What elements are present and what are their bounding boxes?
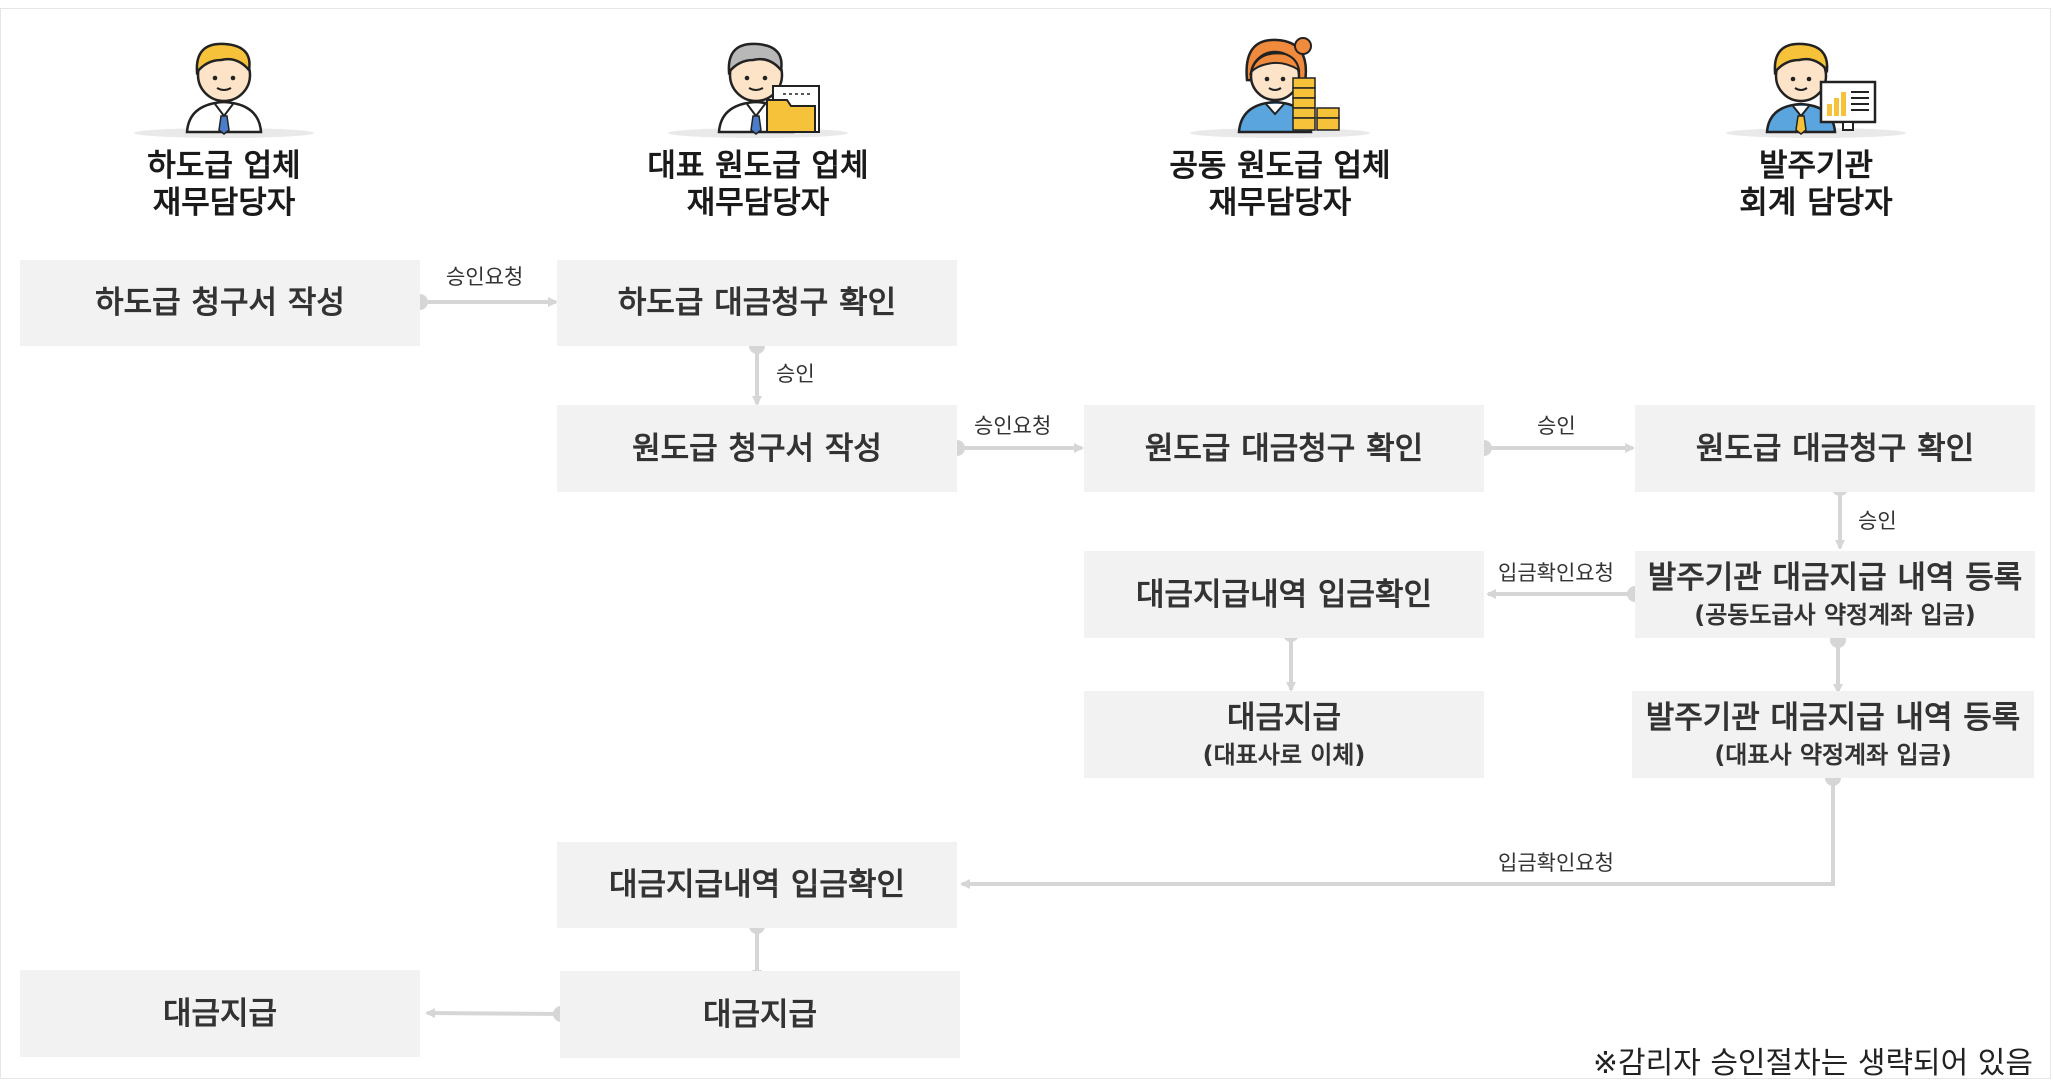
woman-with-coins-icon — [1190, 37, 1370, 138]
box-sub-payment-text: 대금지급 — [162, 995, 278, 1032]
box-agency-register-lead: 발주기관 대금지급 내역 등록 (대표사 약정계좌 입금) — [1632, 691, 2034, 778]
box-joint-claim-check: 원도급 대금청구 확인 — [1084, 405, 1484, 492]
box-agency-register-joint: 발주기관 대금지급 내역 등록 (공동도급사 약정계좌 입금) — [1635, 551, 2035, 638]
box-joint-payment-line1: 대금지급 — [1226, 699, 1342, 736]
arrow-label-deposit-confirm-request-1: 입금확인요청 — [1498, 561, 1614, 585]
arrow-label-deposit-confirm-request-2: 입금확인요청 — [1498, 851, 1614, 875]
box-joint-deposit-check: 대금지급내역 입금확인 — [1084, 551, 1484, 638]
arrow-label-approval-1: 승인 — [776, 362, 815, 386]
man-with-folder-icon — [668, 42, 848, 138]
box-lead-payment-text: 대금지급 — [702, 996, 818, 1033]
persona-lead-contractor: 대표 원도급 업체 재무담당자 — [608, 20, 908, 222]
arrow-register-lead-to-lead-deposit — [960, 778, 1835, 889]
persona-client-agency: 발주기관 회계 담당자 — [1666, 20, 1966, 222]
box-subcontract-invoice-text: 하도급 청구서 작성 — [95, 285, 345, 321]
box-joint-payment-line2: (대표사로 이체) — [1202, 740, 1366, 769]
arrow-label-approval-2: 승인 — [1537, 414, 1576, 438]
box-agency-register-joint-line1: 발주기관 대금지급 내역 등록 — [1647, 559, 2023, 596]
box-agency-register-joint-line2: (공동도급사 약정계좌 입금) — [1694, 600, 1976, 629]
box-joint-payment: 대금지급 (대표사로 이체) — [1084, 691, 1484, 778]
role-client-agency-line2: 회계 담당자 — [1739, 185, 1893, 221]
role-subcontractor-line2: 재무담당자 — [152, 185, 296, 221]
box-agency-register-lead-line1: 발주기관 대금지급 내역 등록 — [1645, 699, 2021, 736]
role-joint-contractor-line2: 재무담당자 — [1208, 185, 1352, 221]
role-subcontractor-line1: 하도급 업체 — [147, 148, 301, 184]
box-agency-claim-check-text: 원도급 대금청구 확인 — [1695, 430, 1975, 467]
box-agency-register-lead-line2: (대표사 약정계좌 입금) — [1714, 740, 1952, 769]
arrow-label-approval-3: 승인 — [1858, 509, 1897, 533]
box-lead-payment: 대금지급 — [560, 971, 960, 1058]
box-lead-deposit-check-text: 대금지급내역 입금확인 — [609, 867, 905, 903]
box-joint-deposit-check-text: 대금지급내역 입금확인 — [1136, 576, 1432, 613]
role-joint-contractor-line1: 공동 원도급 업체 — [1169, 148, 1391, 184]
box-prime-invoice-text: 원도급 청구서 작성 — [632, 430, 882, 467]
role-lead-contractor-line1: 대표 원도급 업체 — [647, 148, 869, 184]
man-with-monitor-icon — [1726, 42, 1906, 138]
arrow-lead-payment-to-sub-payment — [425, 1008, 562, 1019]
persona-subcontractor: 하도급 업체 재무담당자 — [74, 20, 374, 222]
box-sub-payment: 대금지급 — [20, 970, 420, 1057]
box-joint-claim-check-text: 원도급 대금청구 확인 — [1144, 430, 1424, 467]
man-avatar-icon — [134, 42, 314, 138]
box-subcontract-claim-check: 하도급 대금청구 확인 — [557, 260, 957, 346]
role-lead-contractor-line2: 재무담당자 — [686, 185, 830, 221]
role-client-agency-line1: 발주기관 — [1758, 148, 1874, 184]
box-subcontract-claim-check-text: 하도급 대금청구 확인 — [617, 285, 897, 321]
box-subcontract-invoice: 하도급 청구서 작성 — [20, 260, 420, 346]
footnote: ※감리자 승인절차는 생략되어 있음 — [1592, 1046, 2033, 1081]
persona-joint-contractor: 공동 원도급 업체 재무담당자 — [1130, 20, 1430, 222]
arrow-label-approval-request-2: 승인요청 — [974, 414, 1052, 438]
box-agency-claim-check: 원도급 대금청구 확인 — [1635, 405, 2035, 492]
box-lead-deposit-check: 대금지급내역 입금확인 — [557, 842, 957, 928]
arrow-label-approval-request-1: 승인요청 — [446, 265, 524, 289]
box-prime-invoice: 원도급 청구서 작성 — [557, 405, 957, 492]
